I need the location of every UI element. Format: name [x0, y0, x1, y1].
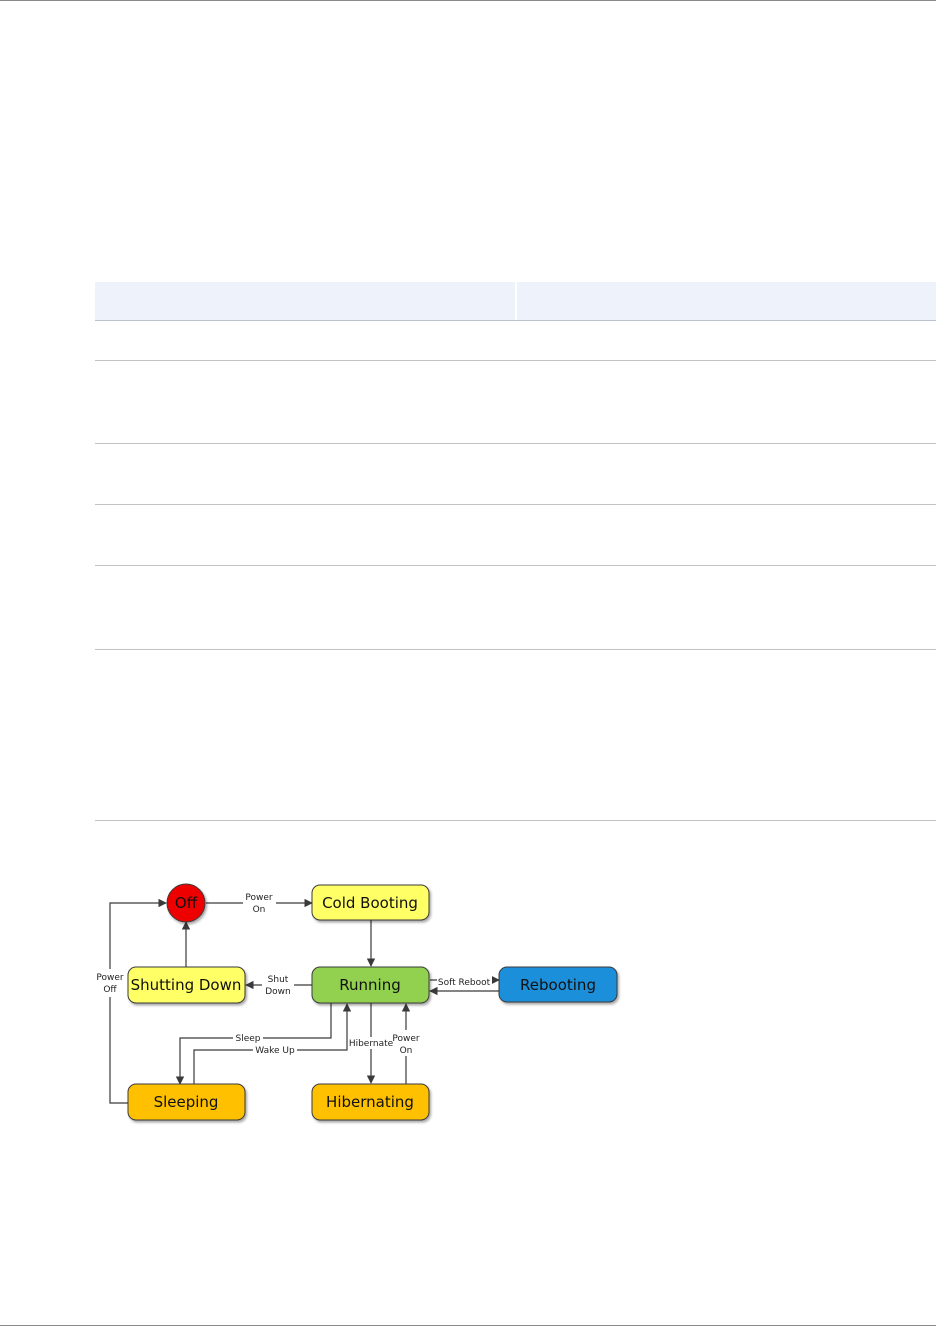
- edge-label-power-on-bottom: On: [400, 1046, 413, 1056]
- node-running: [311, 966, 430, 1004]
- edge-label-sleep: Sleep: [235, 1034, 260, 1044]
- edge-sleeping-power-off: [109, 898, 167, 1104]
- table-row: [95, 361, 936, 444]
- edge-label-wake-up: Wake Up: [255, 1046, 295, 1056]
- table-header-cell: [95, 282, 515, 320]
- edge-label-power-on: Power: [245, 893, 273, 903]
- node-labels: Off Cold Booting Running Shutting Down R…: [131, 894, 596, 1111]
- table-row: [95, 505, 936, 566]
- node-label-hibernating: Hibernating: [326, 1093, 414, 1111]
- node-hibernating: [311, 1083, 430, 1121]
- node-sleeping: [127, 1083, 246, 1121]
- node-cold-booting: [311, 884, 430, 921]
- node-label-cold-booting: Cold Booting: [322, 894, 418, 912]
- table-header: [95, 282, 936, 321]
- diagram-nodes: [127, 883, 618, 1121]
- table-row: [95, 321, 936, 361]
- edge-label-backgrounds: [94, 890, 492, 1056]
- node-label-sleeping: Sleeping: [154, 1093, 219, 1111]
- edge-label-power-on-bottom: Power: [392, 1034, 420, 1044]
- edge-label-power-off: Power: [96, 973, 124, 983]
- table-row: [95, 566, 936, 650]
- table-header-cell: [517, 282, 936, 320]
- edge-label-power-off: Off: [103, 985, 117, 995]
- node-label-rebooting: Rebooting: [520, 976, 596, 994]
- edge-label-soft-reboot: Soft Reboot: [438, 978, 491, 988]
- node-label-off: Off: [175, 894, 198, 912]
- node-label-running: Running: [339, 976, 400, 994]
- edge-label-shut-down: Down: [265, 987, 291, 997]
- node-label-shutting-down: Shutting Down: [131, 976, 242, 994]
- top-rule: [0, 0, 936, 1]
- node-rebooting: [498, 966, 618, 1003]
- edge-label-shut-down: Shut: [268, 975, 289, 985]
- node-off: [166, 883, 206, 923]
- table-row: [95, 650, 936, 821]
- edge-label-hibernate: Hibernate: [349, 1039, 394, 1049]
- data-table: [95, 282, 936, 821]
- table-row: [95, 444, 936, 505]
- edge-label-power-on: On: [253, 905, 266, 915]
- node-shutting-down: [127, 966, 246, 1004]
- edge-labels: Power On Shut Down Soft Reboot Power Off…: [96, 893, 490, 1056]
